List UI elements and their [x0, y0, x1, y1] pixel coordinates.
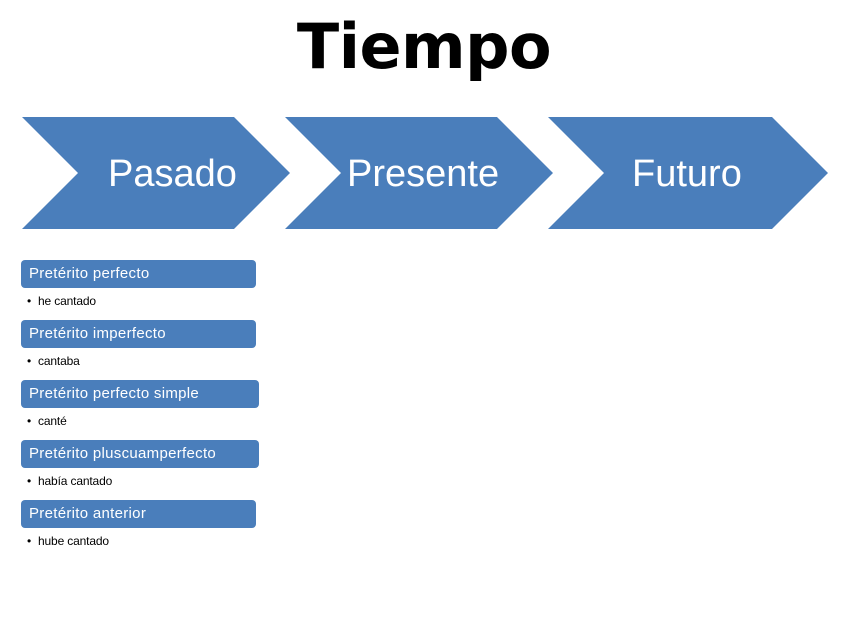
- tense-name-box[interactable]: Pretérito imperfecto: [21, 320, 256, 348]
- page-title: Tiempo: [296, 10, 552, 83]
- tense-example-text: canté: [38, 414, 67, 428]
- list-item: Pretérito imperfecto • cantaba: [21, 320, 321, 380]
- process-step-futuro[interactable]: Futuro: [548, 117, 828, 229]
- tense-name-label: Pretérito perfecto simple: [29, 384, 200, 402]
- list-item: Pretérito perfecto simple • canté: [21, 380, 321, 440]
- list-item: Pretérito anterior • hube cantado: [21, 500, 321, 560]
- tense-name-box[interactable]: Pretérito perfecto simple: [21, 380, 259, 408]
- process-step-label: Presente: [347, 153, 500, 195]
- tense-example-text: hube cantado: [38, 534, 109, 548]
- tense-example: • he cantado: [21, 295, 321, 307]
- tense-name-box[interactable]: Pretérito pluscuamperfecto: [21, 440, 259, 468]
- list-item: Pretérito pluscuamperfecto • había canta…: [21, 440, 321, 500]
- process-step-label: Futuro: [632, 153, 742, 195]
- tense-example-text: he cantado: [38, 294, 96, 308]
- tense-name-label: Pretérito anterior: [29, 504, 147, 522]
- bullet-icon: •: [27, 354, 32, 368]
- process-step-pasado[interactable]: Pasado: [22, 117, 290, 229]
- bullet-icon: •: [27, 534, 32, 548]
- tense-list: Pretérito perfecto • he cantado Pretérit…: [21, 260, 321, 560]
- list-item: Pretérito perfecto • he cantado: [21, 260, 321, 320]
- process-chevron-row: Pasado Presente Futuro: [0, 117, 848, 229]
- tense-name-box[interactable]: Pretérito anterior: [21, 500, 256, 528]
- tense-name-box[interactable]: Pretérito perfecto: [21, 260, 256, 288]
- tense-example: • hube cantado: [21, 535, 321, 547]
- tense-example: • cantaba: [21, 355, 321, 367]
- tense-name-label: Pretérito perfecto: [29, 264, 150, 282]
- tense-name-label: Pretérito imperfecto: [29, 324, 166, 342]
- tense-example: • canté: [21, 415, 321, 427]
- bullet-icon: •: [27, 294, 32, 308]
- tense-example-text: había cantado: [38, 474, 113, 488]
- bullet-icon: •: [27, 414, 32, 428]
- tense-name-label: Pretérito pluscuamperfecto: [29, 444, 217, 462]
- process-step-presente[interactable]: Presente: [285, 117, 553, 229]
- bullet-icon: •: [27, 474, 32, 488]
- process-step-label: Pasado: [108, 153, 237, 195]
- tense-example: • había cantado: [21, 475, 321, 487]
- tense-example-text: cantaba: [38, 354, 80, 368]
